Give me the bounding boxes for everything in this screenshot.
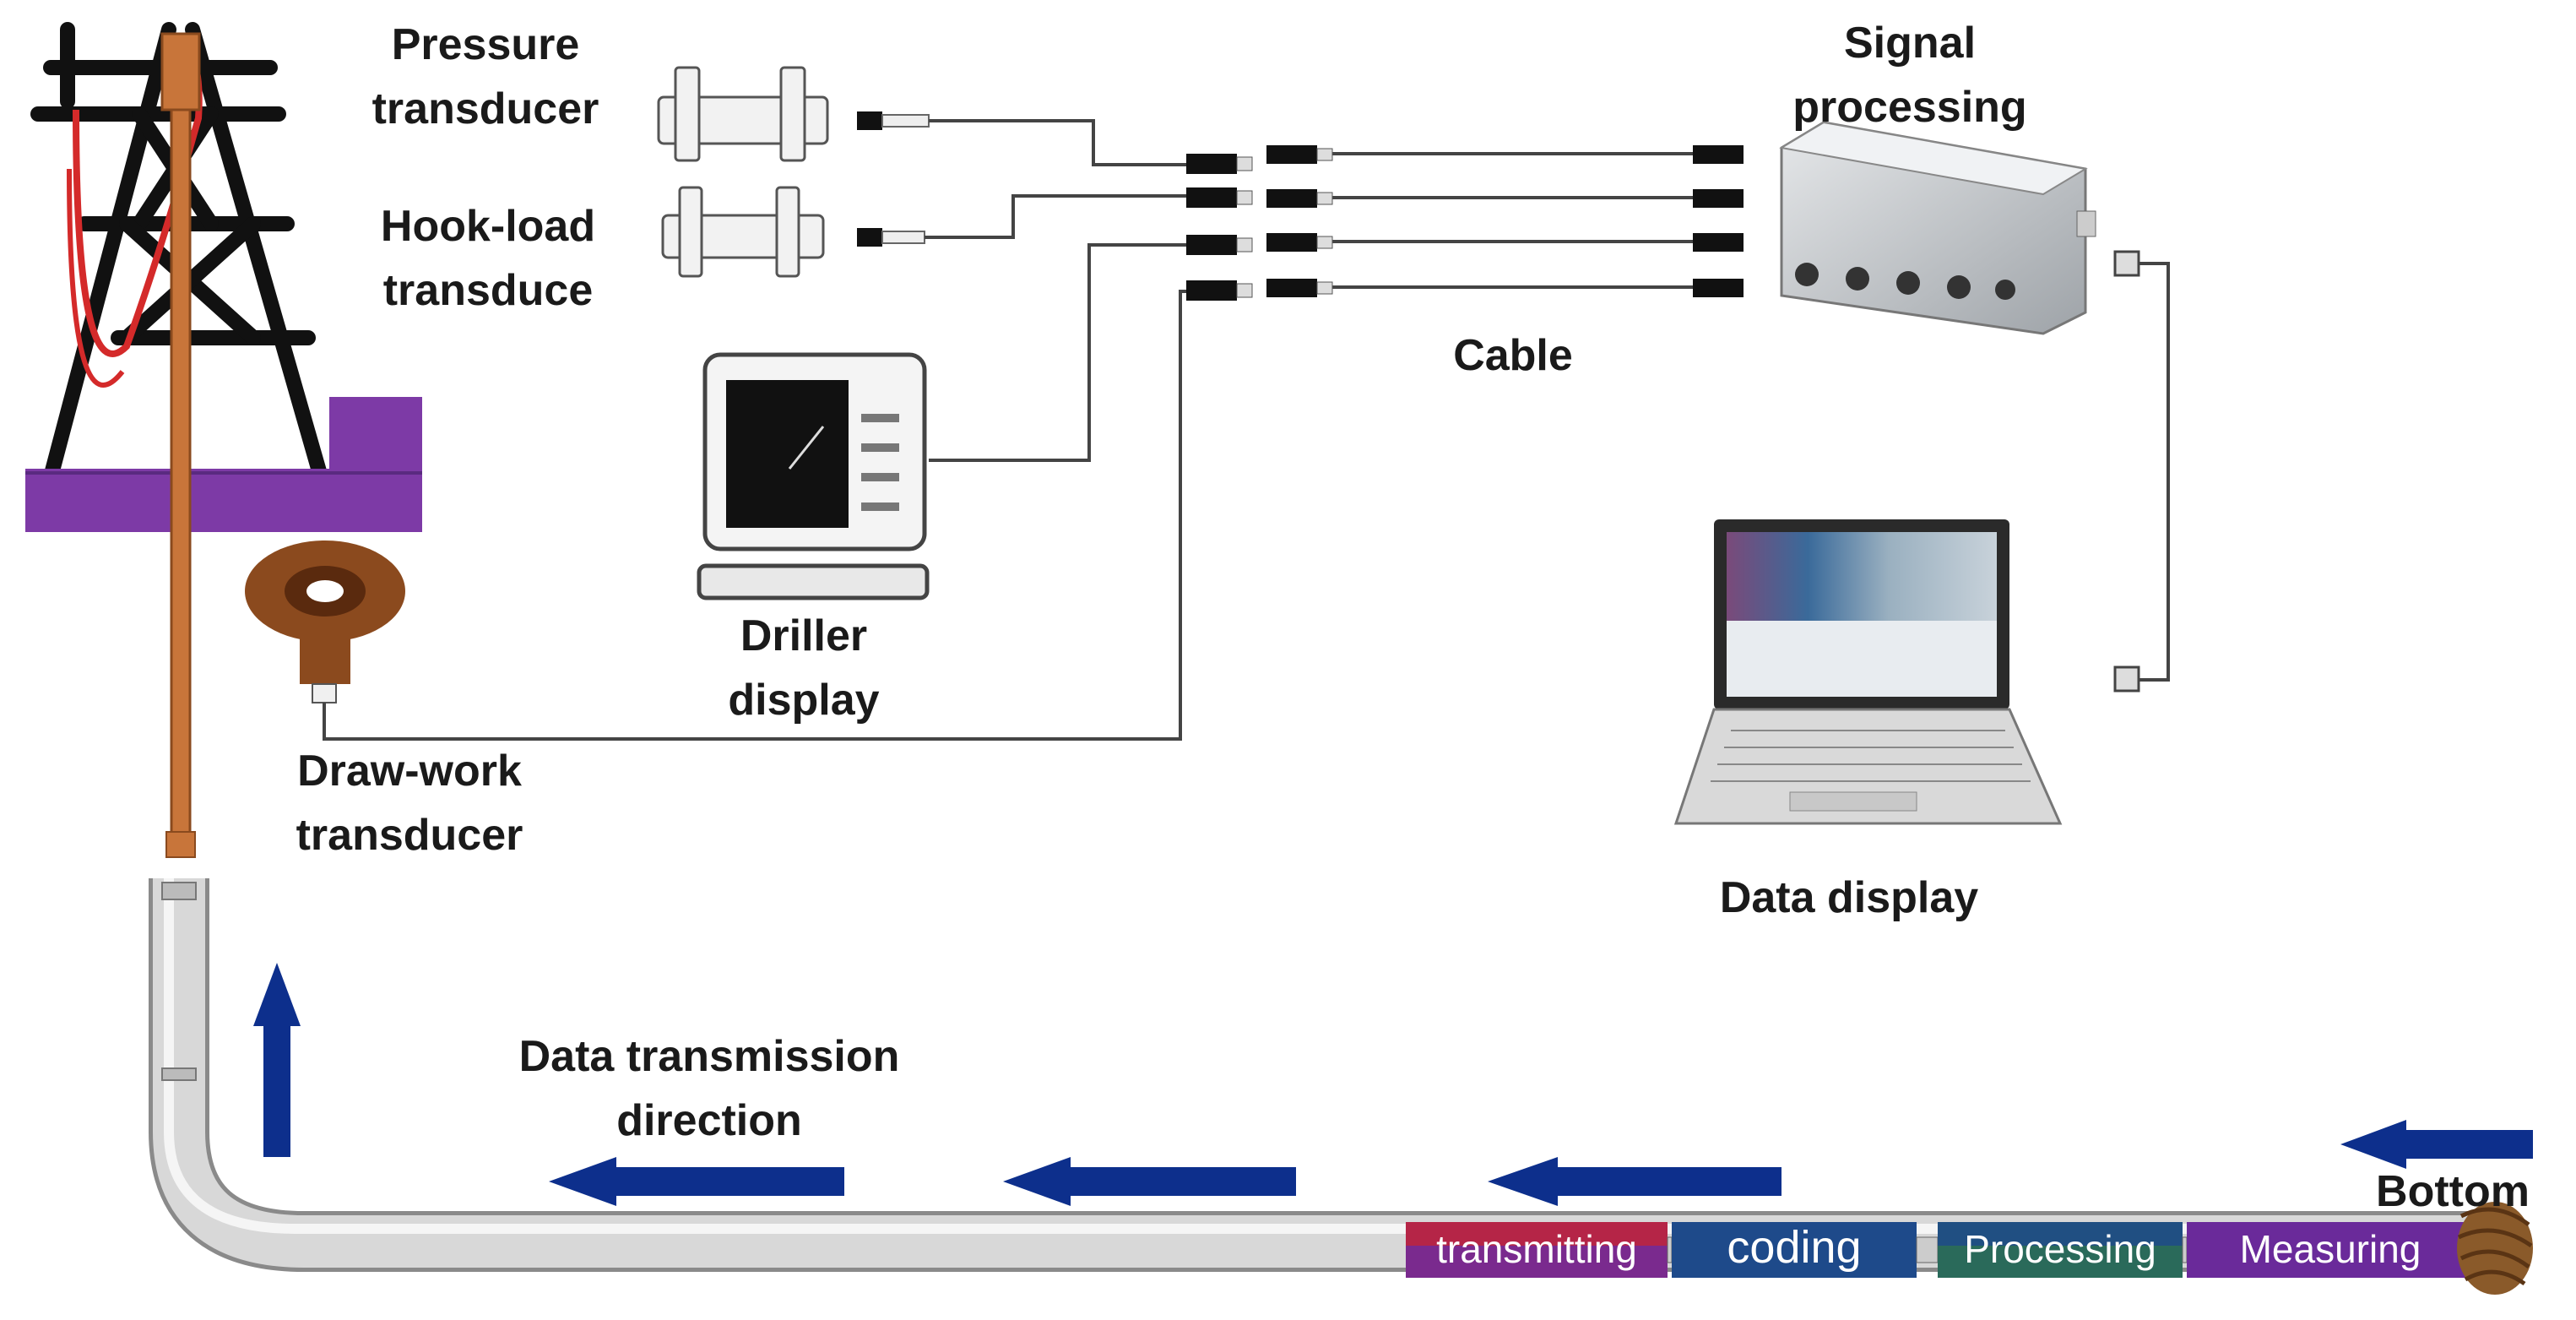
pressure-transducer-device <box>657 66 930 162</box>
tool-module-measuring: Measuring <box>2187 1222 2474 1278</box>
data-direction-arrows <box>253 963 2533 1206</box>
drill-string <box>149 878 2482 1272</box>
kelly-drill-pipe <box>170 108 192 855</box>
driller-display-device <box>697 352 930 600</box>
tool-module-processing: Processing <box>1938 1222 2183 1278</box>
rig-platform <box>25 397 422 532</box>
arrow-left-3 <box>1488 1157 1782 1206</box>
arrow-left-1 <box>549 1157 844 1206</box>
data-display-laptop <box>1673 519 2063 825</box>
tool-module-transmitting: transmitting <box>1406 1222 1668 1278</box>
label-cable: Cable <box>1453 331 1573 380</box>
tool-module-label: coding <box>1727 1222 1861 1273</box>
hookload-transducer-device <box>661 186 925 278</box>
label-bottom: Bottom <box>2376 1167 2530 1216</box>
signal-processing-box <box>1779 121 2096 335</box>
label-data-display: Data display <box>1720 873 1978 922</box>
arrow-up <box>253 963 301 1157</box>
drawwork-transducer-device <box>245 540 405 703</box>
arrow-left-2 <box>1003 1157 1296 1206</box>
tool-module-coding: coding <box>1672 1222 1917 1278</box>
tool-module-label: Processing <box>1964 1227 2156 1271</box>
drilling-rig <box>25 22 422 858</box>
cables <box>323 119 2170 741</box>
drill-bit <box>2457 1202 2533 1295</box>
tool-module-label: Measuring <box>2240 1227 2421 1271</box>
tool-module-label: transmitting <box>1436 1227 1637 1271</box>
cable-connectors <box>1186 145 2140 693</box>
arrow-left-4 <box>2340 1120 2533 1169</box>
downhole-tool: transmitting coding Processing Measuring <box>1406 1222 2474 1278</box>
